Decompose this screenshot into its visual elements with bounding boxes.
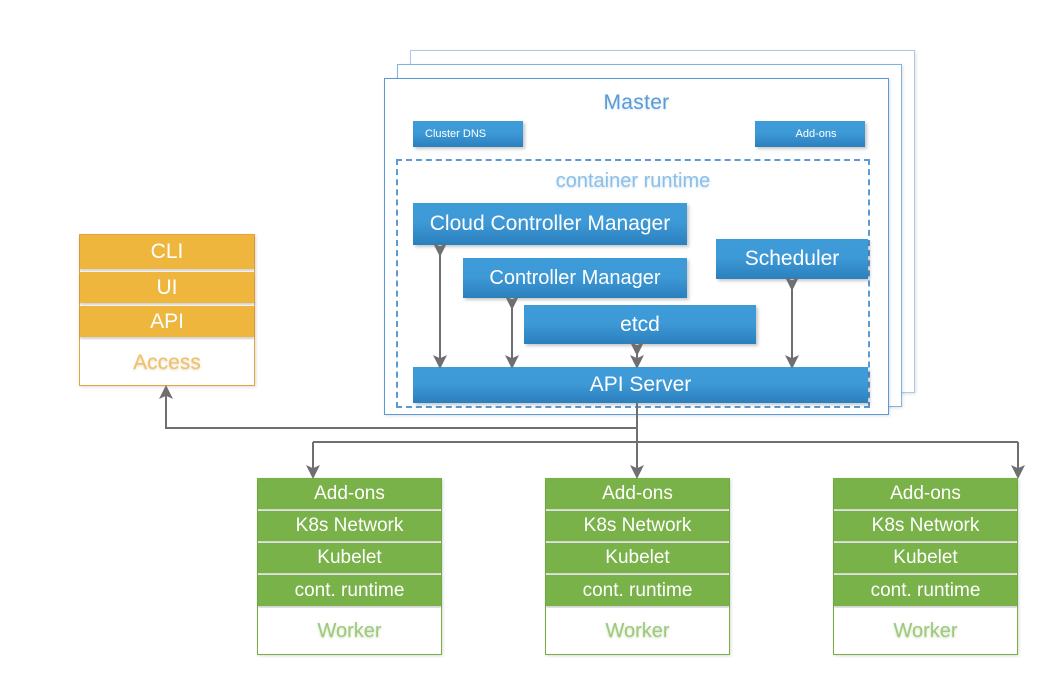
worker-1-addons-label: Add-ons bbox=[314, 483, 385, 504]
worker-3-network-label: K8s Network bbox=[871, 515, 980, 536]
scheduler-box[interactable]: Scheduler bbox=[716, 239, 868, 279]
worker-2-cell-kubelet[interactable]: Kubelet bbox=[546, 543, 729, 573]
etcd-label: etcd bbox=[620, 312, 660, 336]
master-addons-box[interactable]: Add-ons bbox=[755, 121, 865, 147]
worker-1-cell-kubelet[interactable]: Kubelet bbox=[258, 543, 441, 573]
worker-2-cell-addons[interactable]: Add-ons bbox=[546, 479, 729, 509]
worker-2-runtime-label: cont. runtime bbox=[582, 579, 693, 601]
worker-2-kubelet-label: Kubelet bbox=[605, 547, 670, 568]
worker-1-cell-addons[interactable]: Add-ons bbox=[258, 479, 441, 509]
worker-2-cell-network[interactable]: K8s Network bbox=[546, 511, 729, 541]
worker-3-cell-addons[interactable]: Add-ons bbox=[834, 479, 1017, 509]
scheduler-label: Scheduler bbox=[744, 247, 840, 270]
worker-3-footer-label: Worker bbox=[834, 608, 1017, 654]
access-cli-label: CLI bbox=[150, 240, 184, 263]
worker-1-footer-label: Worker bbox=[258, 608, 441, 654]
access-footer-text: Access bbox=[133, 350, 201, 374]
worker-node-2[interactable]: Add-ons K8s Network Kubelet cont. runtim… bbox=[545, 478, 730, 655]
master-title: Master bbox=[603, 91, 670, 114]
worker-1-cell-network[interactable]: K8s Network bbox=[258, 511, 441, 541]
etcd-box[interactable]: etcd bbox=[524, 305, 756, 344]
worker-1-cell-runtime[interactable]: cont. runtime bbox=[258, 575, 441, 606]
worker-3-cell-network[interactable]: K8s Network bbox=[834, 511, 1017, 541]
controller-manager-label: Controller Manager bbox=[489, 266, 661, 289]
access-cell-ui[interactable]: UI bbox=[80, 272, 254, 303]
worker-2-network-label: K8s Network bbox=[583, 515, 692, 536]
worker-1-runtime-label: cont. runtime bbox=[294, 579, 405, 601]
worker-2-cell-runtime[interactable]: cont. runtime bbox=[546, 575, 729, 606]
access-cell-api[interactable]: API bbox=[80, 306, 254, 337]
worker-3-cell-kubelet[interactable]: Kubelet bbox=[834, 543, 1017, 573]
worker-node-3[interactable]: Add-ons K8s Network Kubelet cont. runtim… bbox=[833, 478, 1018, 655]
worker-2-footer-label: Worker bbox=[546, 608, 729, 654]
access-api-label: API bbox=[150, 309, 184, 333]
access-ui-label: UI bbox=[156, 275, 178, 299]
access-panel[interactable]: CLI UI API Access bbox=[79, 234, 255, 386]
access-cell-cli[interactable]: CLI bbox=[80, 235, 254, 269]
cloud-controller-manager-box[interactable]: Cloud Controller Manager bbox=[413, 203, 687, 245]
worker-3-footer-text: Worker bbox=[893, 619, 958, 642]
worker-3-runtime-label: cont. runtime bbox=[870, 579, 981, 601]
worker-3-addons-label: Add-ons bbox=[890, 483, 961, 504]
worker-3-kubelet-label: Kubelet bbox=[893, 547, 958, 568]
api-server-label: API Server bbox=[589, 373, 692, 396]
container-runtime-title: container runtime bbox=[555, 170, 711, 192]
worker-node-1[interactable]: Add-ons K8s Network Kubelet cont. runtim… bbox=[257, 478, 442, 655]
master-addons-label: Add-ons bbox=[795, 128, 837, 140]
worker-1-footer-text: Worker bbox=[317, 619, 382, 642]
cloud-controller-manager-label: Cloud Controller Manager bbox=[429, 212, 671, 235]
controller-manager-box[interactable]: Controller Manager bbox=[463, 258, 687, 298]
access-footer-label: Access bbox=[80, 340, 254, 385]
worker-1-kubelet-label: Kubelet bbox=[317, 547, 382, 568]
cluster-dns-label: Cluster DNS bbox=[425, 128, 487, 140]
worker-3-cell-runtime[interactable]: cont. runtime bbox=[834, 575, 1017, 606]
worker-1-network-label: K8s Network bbox=[295, 515, 404, 536]
cluster-dns-box[interactable]: Cluster DNS bbox=[413, 121, 523, 147]
worker-2-addons-label: Add-ons bbox=[602, 483, 673, 504]
worker-2-footer-text: Worker bbox=[605, 619, 670, 642]
api-server-box[interactable]: API Server bbox=[413, 367, 868, 403]
